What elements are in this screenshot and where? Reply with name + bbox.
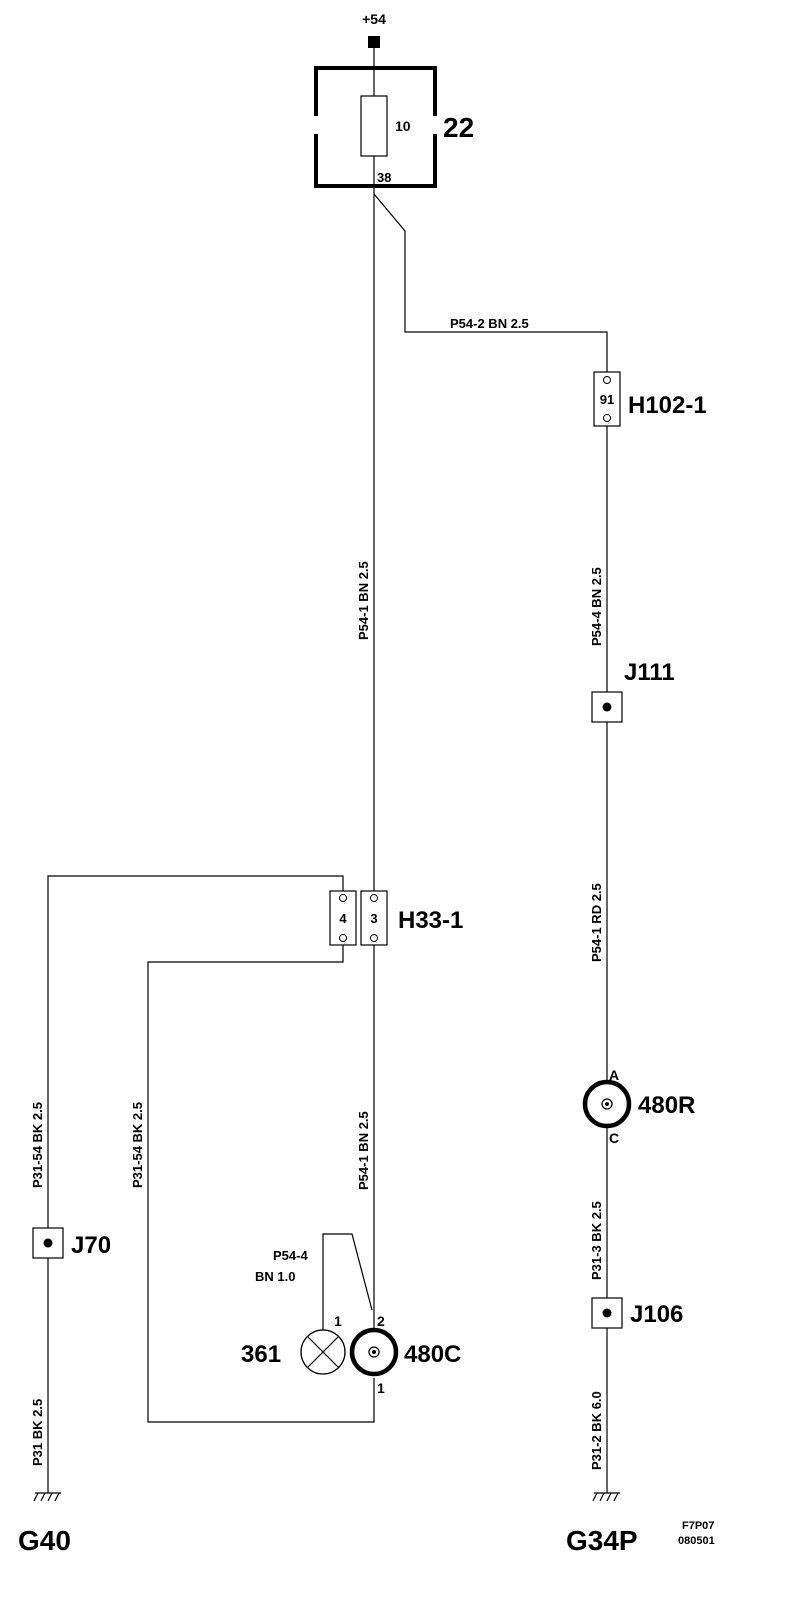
connector-h33-pin-4: 4 — [339, 911, 347, 926]
component-480r-pin-a: A — [609, 1067, 619, 1083]
wire-p54-4-right-label: P54-4 BN 2.5 — [589, 567, 604, 646]
wire-p54-4-small-label-2: BN 1.0 — [255, 1269, 295, 1284]
lamp-361: 1 361 — [241, 1313, 346, 1375]
splice-j111-label: J111 — [624, 659, 675, 686]
wire-p54-1-rd-label: P54-1 RD 2.5 — [589, 883, 604, 962]
wire-p31-54-inner-label: P31-54 BK 2.5 — [130, 1102, 145, 1188]
splice-j106-label: J106 — [630, 1301, 683, 1328]
ground-g34p-label: G34P — [566, 1525, 638, 1556]
connector-h102-id: H102-1 — [628, 392, 707, 419]
splice-j70-label: J70 — [71, 1232, 111, 1259]
wire-p31-3-label: P31-3 BK 2.5 — [589, 1201, 604, 1280]
wire-p31-54-inner — [147, 945, 375, 1423]
wire-p31-54-outer-label: P31-54 BK 2.5 — [30, 1102, 45, 1188]
fuse-value: 10 — [395, 118, 411, 134]
lamp-361-pin: 1 — [334, 1313, 342, 1329]
wire-p31-54-outer — [47, 875, 344, 1228]
component-480r-pin-c: C — [609, 1130, 619, 1146]
component-480c-pin-1: 1 — [377, 1380, 385, 1396]
fuse-box-22: 10 22 38 — [314, 66, 474, 188]
wire-p31-2-label: P31-2 BK 6.0 — [589, 1391, 604, 1470]
connector-h33-1: 4 3 H33-1 — [329, 890, 463, 946]
connector-h102-1: 91 H102-1 — [593, 371, 707, 427]
component-480c-id: 480C — [404, 1341, 461, 1368]
fuse-element — [360, 95, 388, 157]
connector-h33-id: H33-1 — [398, 907, 463, 934]
supply-label: +54 — [362, 11, 386, 27]
fuse-pin: 38 — [377, 170, 391, 185]
wire-p54-1-lower-label: P54-1 BN 2.5 — [356, 1111, 371, 1190]
wire-p54-2-label: P54-2 BN 2.5 — [450, 316, 529, 331]
component-480c: 2 1 480C — [349, 1313, 461, 1396]
splice-j111: J111 — [591, 659, 675, 723]
connector-h33-pin-3: 3 — [370, 911, 377, 926]
connector-h102-pin: 91 — [600, 392, 614, 407]
lamp-361-id: 361 — [241, 1341, 281, 1368]
component-480r-id: 480R — [638, 1092, 695, 1119]
component-480c-pin-2: 2 — [377, 1313, 385, 1329]
ground-g40-symbol — [33, 1492, 61, 1502]
wire-p54-4-small-label-1: P54-4 — [273, 1248, 308, 1263]
wire-p54-1-upper-label: P54-1 BN 2.5 — [356, 561, 371, 640]
ground-g40-label: G40 — [18, 1525, 71, 1556]
wire-p54-4-small — [322, 1233, 373, 1330]
ground-g34p-symbol — [592, 1492, 620, 1502]
footer-code-line2: 080501 — [678, 1535, 715, 1547]
wire-p54-2 — [373, 193, 608, 372]
supply-terminal — [368, 36, 380, 48]
footer-code-line1: F7P07 — [682, 1520, 714, 1532]
wire-p31-label: P31 BK 2.5 — [30, 1399, 45, 1466]
splice-j70: J70 — [32, 1227, 111, 1259]
component-480r: A C 480R — [582, 1067, 695, 1146]
splice-j106: J106 — [591, 1297, 683, 1329]
fuse-box-id: 22 — [443, 112, 474, 143]
